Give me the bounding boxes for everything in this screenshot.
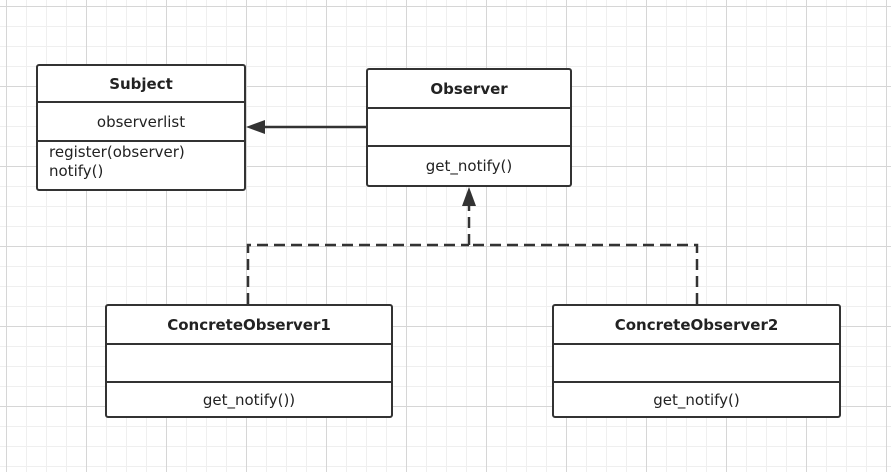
class-concrete-observer-2[interactable]: ConcreteObserver2 get_notify() (552, 304, 841, 418)
class-observer-name: Observer (430, 79, 508, 98)
class-concrete-observer-2-name: ConcreteObserver2 (614, 315, 779, 334)
realization-line-concrete2 (469, 243, 699, 304)
method-register: register(observer) (49, 143, 185, 161)
class-concrete-observer-1[interactable]: ConcreteObserver1 get_notify()) (105, 304, 393, 418)
class-concrete-observer-1-methods: get_notify()) (107, 381, 391, 416)
class-observer-attributes (368, 107, 570, 145)
class-subject[interactable]: Subject observerlist register(observer) … (36, 64, 246, 191)
method-get-notify: get_notify() (425, 157, 513, 175)
class-concrete-observer-1-attributes (107, 343, 391, 381)
association-arrowhead (246, 120, 265, 134)
class-observer-methods: get_notify() (368, 145, 570, 185)
attribute-observerlist: observerlist (96, 112, 186, 131)
class-subject-name: Subject (109, 74, 173, 93)
class-observer[interactable]: Observer get_notify() (366, 68, 572, 187)
class-concrete-observer-2-attributes (554, 343, 839, 381)
method-get-notify: get_notify() (653, 390, 740, 409)
class-concrete-observer-1-name: ConcreteObserver1 (167, 315, 331, 334)
class-subject-methods: register(observer) notify() (38, 140, 244, 189)
class-subject-attributes: observerlist (38, 101, 244, 140)
method-notify: notify() (49, 162, 104, 180)
realization-arrowhead (462, 187, 476, 206)
class-concrete-observer-2-methods: get_notify() (554, 381, 839, 416)
method-get-notify: get_notify()) (202, 390, 296, 409)
realization-line-concrete1 (246, 243, 469, 304)
